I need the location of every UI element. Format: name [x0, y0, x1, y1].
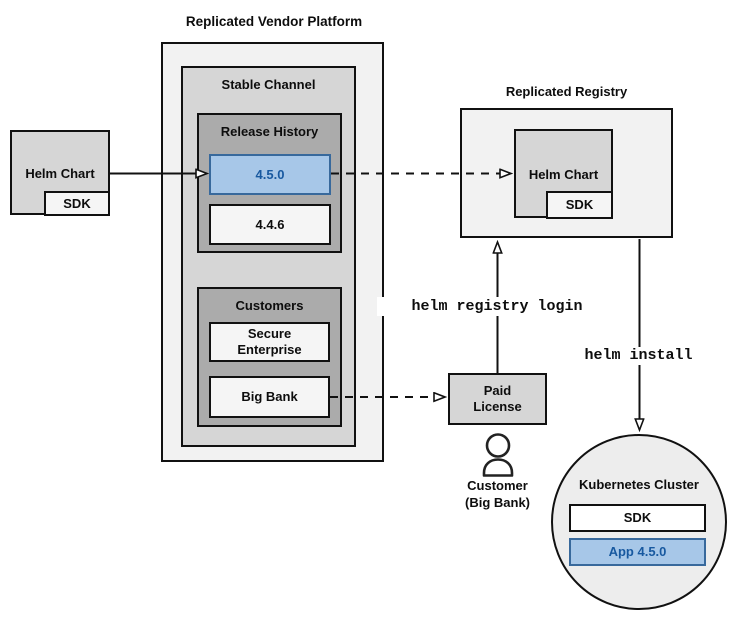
release-4-4-6: 4.4.6 [209, 204, 331, 245]
registry-helm-chart-label: Helm Chart [528, 167, 599, 182]
customer-big-bank: Big Bank [209, 376, 330, 418]
source-helm-chart-label: Helm Chart [25, 166, 95, 181]
customers-label: Customers [235, 298, 304, 313]
paid-license-box: Paid License [448, 373, 547, 425]
registry-title: Replicated Registry [505, 84, 628, 99]
cluster-sdk-box: SDK [569, 504, 706, 532]
customer-person-icon [482, 433, 514, 477]
source-sdk-box: SDK [44, 191, 110, 216]
customer-secure-enterprise: Secure Enterprise [209, 322, 330, 362]
release-4-5-0: 4.5.0 [209, 154, 331, 195]
stable-channel-label: Stable Channel [221, 77, 316, 92]
cluster-app-box: App 4.5.0 [569, 538, 706, 566]
release-history-label: Release History [220, 124, 319, 139]
paid-license-label: Paid License [473, 383, 522, 414]
kubernetes-cluster-label: Kubernetes Cluster [579, 477, 699, 492]
registry-sdk-box: SDK [546, 191, 613, 219]
customer-caption-line2: (Big Bank) [465, 495, 530, 510]
customer-secure-enterprise-label: Secure Enterprise [237, 326, 302, 357]
vendor-platform-title: Replicated Vendor Platform [185, 14, 363, 29]
customer-caption-line1: Customer [467, 478, 528, 493]
command-helm-install: helm install [558, 347, 719, 365]
command-registry-login: helm registry login [377, 297, 617, 316]
